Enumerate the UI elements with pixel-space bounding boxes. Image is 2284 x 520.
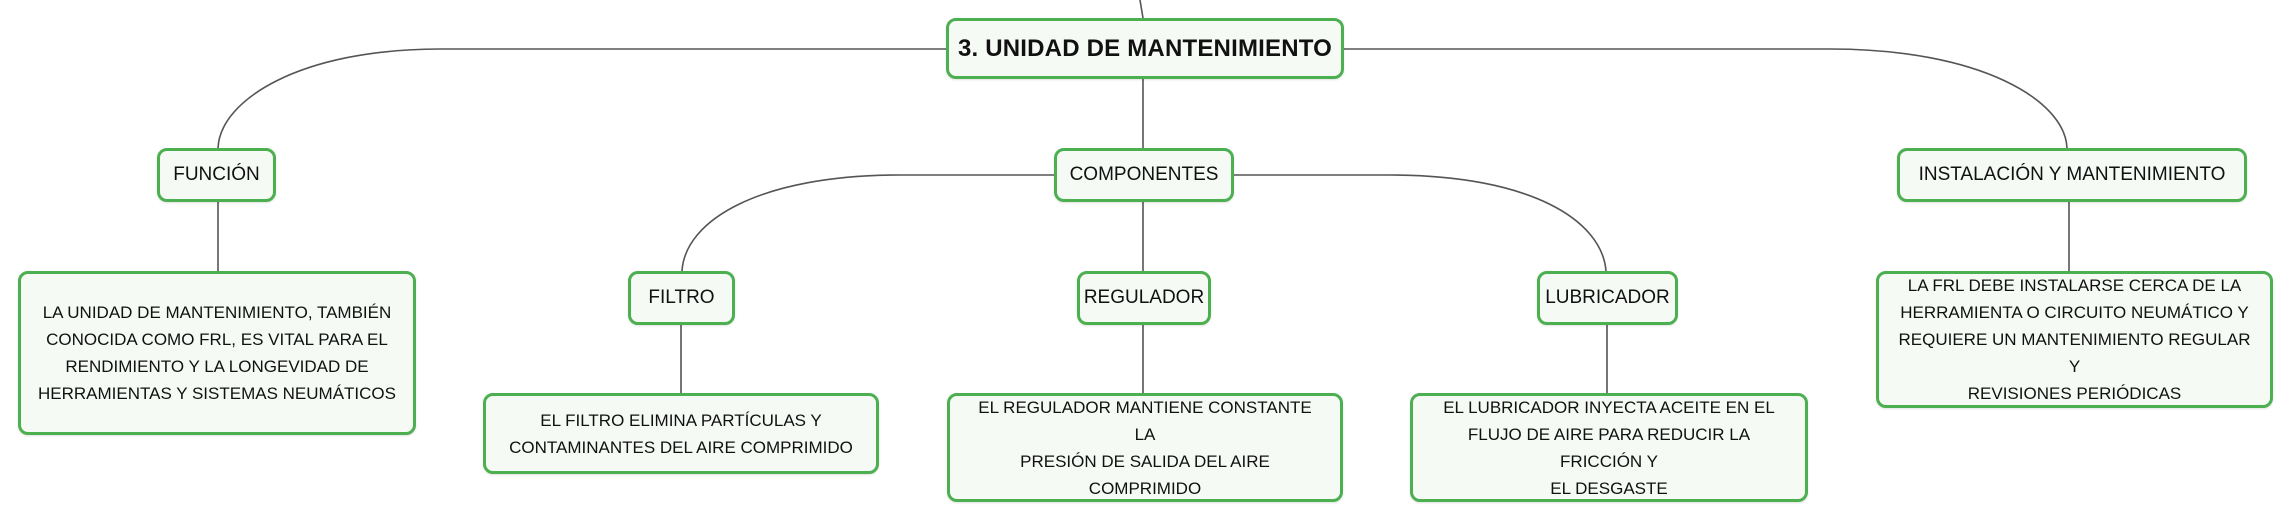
connector-componentes-lubricador <box>1233 174 1607 272</box>
topic-funcion[interactable]: FUNCIÓN <box>157 148 276 202</box>
detail-lubricador[interactable]: EL LUBRICADOR INYECTA ACEITE EN EL FLUJO… <box>1410 393 1808 502</box>
topic-regulador[interactable]: REGULADOR <box>1077 271 1211 325</box>
detail-funcion[interactable]: LA UNIDAD DE MANTENIMIENTO, TAMBIÉN CONO… <box>18 271 416 435</box>
connector-componentes-filtro <box>681 174 1054 272</box>
topic-componentes[interactable]: COMPONENTES <box>1054 148 1234 202</box>
connector-root-funcion <box>217 48 948 149</box>
connector-parent-root <box>1139 0 1144 19</box>
detail-filtro[interactable]: EL FILTRO ELIMINA PARTÍCULAS Y CONTAMINA… <box>483 393 879 474</box>
root-topic[interactable]: 3. UNIDAD DE MANTENIMIENTO <box>946 18 1344 79</box>
connector-root-instalacion <box>1342 48 2068 149</box>
detail-instalacion-mantenimiento[interactable]: LA FRL DEBE INSTALARSE CERCA DE LA HERRA… <box>1876 271 2273 408</box>
topic-filtro[interactable]: FILTRO <box>628 271 735 325</box>
topic-instalacion-mantenimiento[interactable]: INSTALACIÓN Y MANTENIMIENTO <box>1897 148 2247 202</box>
detail-regulador[interactable]: EL REGULADOR MANTIENE CONSTANTE LA PRESI… <box>947 393 1343 502</box>
topic-lubricador[interactable]: LUBRICADOR <box>1537 271 1678 325</box>
